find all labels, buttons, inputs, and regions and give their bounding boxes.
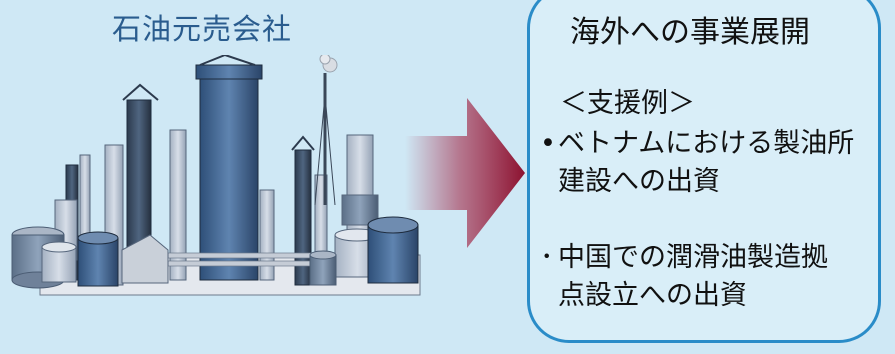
bullet-line: 中国での潤滑油製造拠	[558, 242, 828, 273]
overseas-expansion-box: 海外への事業展開 ＜支援例＞ •ベトナムにおける製油所 建設への出資 ･中国での…	[527, 0, 881, 343]
bullet-marker: •	[540, 128, 556, 159]
bullet-line: ベトナムにおける製油所	[558, 128, 855, 159]
bullet-item: ･中国での潤滑油製造拠 点設立への出資	[540, 239, 828, 315]
bullet-marker: ･	[540, 242, 554, 273]
refinery-illustration	[11, 55, 421, 296]
bullet-line: 建設への出資	[558, 166, 720, 197]
box-title: 海外への事業展開	[570, 15, 810, 50]
bullet-item: •ベトナムにおける製油所 建設への出資	[540, 125, 854, 201]
support-examples-label: ＜支援例＞	[560, 88, 695, 119]
bullet-line: 点設立への出資	[558, 280, 747, 311]
company-label: 石油元売会社	[112, 12, 293, 46]
arrow-right-icon	[405, 98, 525, 248]
